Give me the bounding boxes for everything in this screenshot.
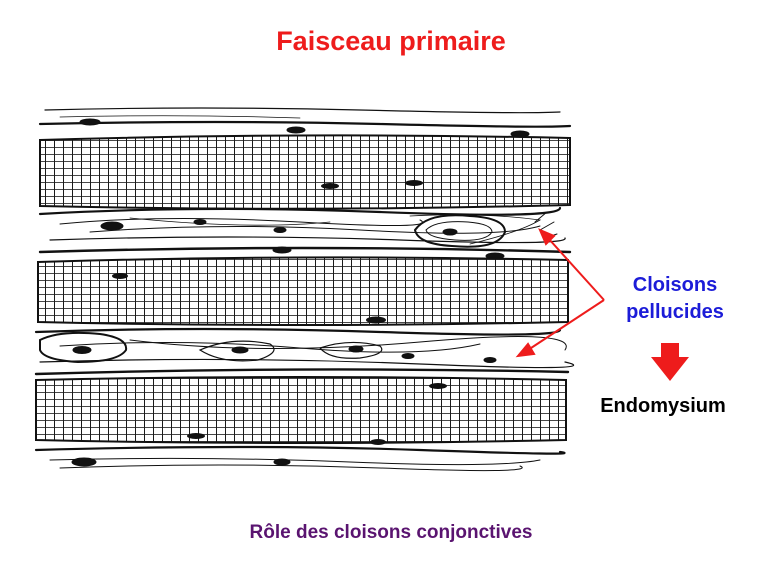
label-cloisons-line1: Cloisons: [632, 274, 718, 296]
label-cloisons-pellucides: Cloisons pellucides: [600, 272, 750, 326]
muscle-fiber-2: [37, 256, 569, 326]
label-cloisons-line2: pellucides: [626, 301, 724, 323]
pointer-arrow-upper: [547, 237, 605, 301]
endomysium-band-1: [38, 206, 572, 260]
endomysium-band-2: [34, 327, 575, 376]
muscle-fiber-1: [39, 134, 571, 210]
muscle-fiber-3: [35, 376, 567, 445]
top-connective-lines: [38, 107, 572, 138]
slide-caption: Rôle des cloisons conjonctives: [249, 522, 533, 543]
slide-title: Faisceau primaire: [276, 26, 506, 56]
down-arrow-icon: [651, 343, 689, 381]
bottom-connective-lines: [34, 445, 566, 472]
pointer-arrow-lower: [527, 299, 605, 351]
label-endomysium: Endomysium: [600, 395, 726, 417]
pointer-arrows: [515, 228, 605, 358]
